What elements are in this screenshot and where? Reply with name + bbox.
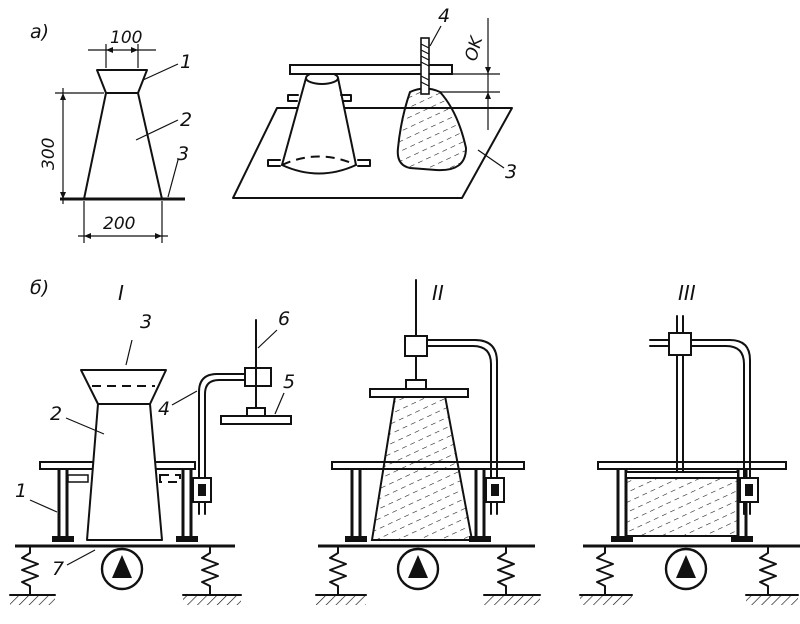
callout-1: 1 <box>180 51 192 73</box>
slumped-concrete <box>396 87 468 172</box>
stage-1-label: I <box>118 281 124 305</box>
callout-1-b: 1 <box>15 480 27 502</box>
stage-3-label: III <box>678 281 696 305</box>
filled-cone-stage-2 <box>370 395 474 541</box>
plate-3 <box>232 107 513 199</box>
dim-top-100: 100 <box>110 28 142 48</box>
cone-2 <box>83 92 163 200</box>
slump-measurement-drawing: OK 4 3 <box>232 5 517 199</box>
dim-slump-ok: OK <box>462 33 488 64</box>
part-a-label: а) <box>30 21 49 43</box>
callout-3-b: 3 <box>140 311 152 333</box>
callout-3: 3 <box>177 143 189 165</box>
callout-5-b: 5 <box>283 371 295 393</box>
part-b-label: б) <box>30 277 49 299</box>
cone-2-stage-1 <box>86 403 163 541</box>
stage-1: I 3 <box>9 281 295 605</box>
settled-concrete <box>625 477 739 537</box>
callout-7-b: 7 <box>52 558 64 580</box>
dim-height-300: 300 <box>39 138 59 170</box>
lifted-cone <box>281 77 357 166</box>
callout-4-top: 4 <box>438 5 450 27</box>
cone-dimension-drawing: 100 300 200 1 2 3 <box>39 28 192 243</box>
funnel-1 <box>96 69 148 94</box>
disk-5 <box>220 415 292 425</box>
callout-2: 2 <box>180 109 192 131</box>
stage-2: II <box>315 279 541 605</box>
stage-3: III <box>579 281 800 605</box>
callout-3-top: 3 <box>505 161 517 183</box>
callout-6-b: 6 <box>278 308 290 330</box>
ruler-bar <box>289 64 453 75</box>
dim-bottom-200: 200 <box>103 214 135 234</box>
stage-2-label: II <box>432 281 444 305</box>
callout-4-b: 4 <box>158 398 170 420</box>
callout-2-b: 2 <box>50 403 62 425</box>
